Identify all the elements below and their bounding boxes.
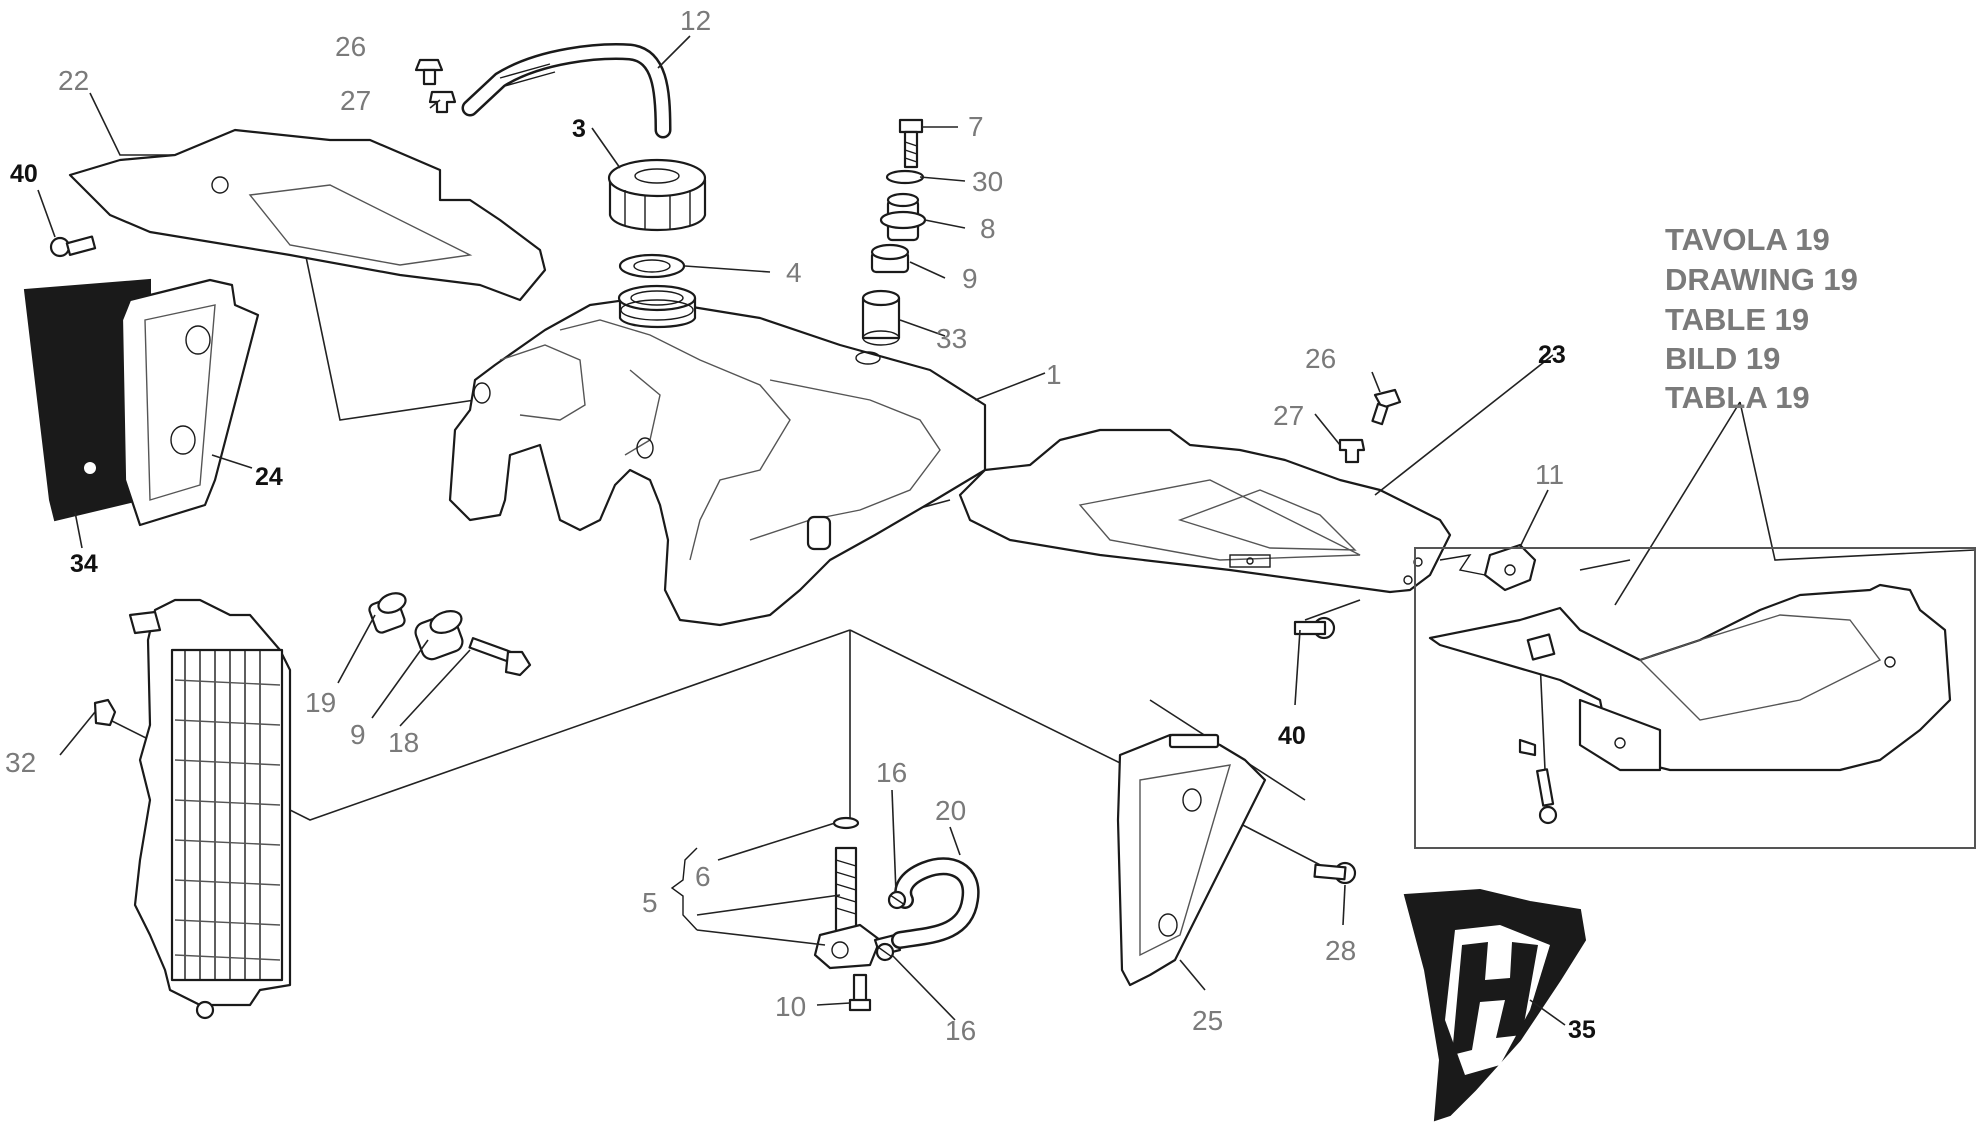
- part-3-fuel-cap: [607, 158, 707, 232]
- part-12-vent-hose: [461, 43, 672, 139]
- drawing-reference: TAVOLA 19 DRAWING 19 TABLE 19 BILD 19 TA…: [1665, 222, 1858, 415]
- callout-33: 33: [936, 323, 967, 354]
- callout-leaders: [37, 35, 1566, 1026]
- radiator: [128, 598, 292, 1020]
- callout-40: 40: [10, 160, 38, 188]
- part-6-o-ring: [832, 816, 860, 830]
- callout-20: 20: [935, 795, 966, 826]
- part-40b-screw: [1293, 616, 1336, 640]
- callout-30: 30: [972, 166, 1003, 197]
- part-26b-screw: [1371, 388, 1402, 426]
- part-28-screw: [1313, 861, 1357, 885]
- callout-16: 16: [945, 1015, 976, 1046]
- callout-34: 34: [70, 550, 98, 578]
- callout-18: 18: [388, 727, 419, 758]
- callout-6: 6: [695, 861, 711, 892]
- part-25-right-side-panel: [1116, 733, 1267, 987]
- part-23-right-shroud: [958, 428, 1452, 594]
- callout-27: 27: [1273, 400, 1304, 431]
- reference-line-3: TABLE 19: [1665, 302, 1809, 337]
- callout-7: 7: [968, 111, 984, 142]
- bracket-5: [670, 847, 698, 931]
- callout-23: 23: [1538, 341, 1566, 369]
- part-40a-screw: [49, 235, 97, 258]
- callout-19: 19: [305, 687, 336, 718]
- part-27a-washer: [428, 90, 457, 114]
- reference-line-4: BILD 19: [1665, 341, 1780, 376]
- callout-25: 25: [1192, 1005, 1223, 1036]
- part-5-fuel-tap: [813, 846, 902, 970]
- callout-9: 9: [962, 263, 978, 294]
- callout-22: 22: [58, 65, 89, 96]
- part-16a-clamp: [887, 890, 907, 910]
- part-9-spacer-lower: [414, 610, 464, 661]
- part-26a-screw: [414, 58, 444, 86]
- callout-40: 40: [1278, 722, 1306, 750]
- callout-labels: 12 26 27 22 40 3 7 30 8 9 4 33 1 23 26 2…: [5, 5, 1596, 1046]
- part-18-bolt: [468, 637, 532, 677]
- callout-10: 10: [775, 991, 806, 1022]
- callout-26: 26: [1305, 343, 1336, 374]
- part-1-fuel-tank: [448, 284, 987, 627]
- part-22-left-upper-shroud: [68, 128, 547, 302]
- callout-28: 28: [1325, 935, 1356, 966]
- callout-27: 27: [340, 85, 371, 116]
- callout-4: 4: [786, 257, 802, 288]
- part-11-clip: [1439, 543, 1537, 592]
- part-24-left-side-panel: [120, 278, 260, 527]
- callout-16: 16: [876, 757, 907, 788]
- part-8-grommet: [879, 192, 927, 242]
- part-30-washer: [885, 169, 925, 185]
- callout-32: 32: [5, 747, 36, 778]
- part-32-clip: [93, 698, 117, 727]
- part-19-spacer: [368, 592, 407, 634]
- callout-3: 3: [572, 115, 586, 143]
- reference-line-2: DRAWING 19: [1665, 262, 1858, 297]
- reference-line-1: TAVOLA 19: [1665, 222, 1830, 257]
- callout-9: 9: [350, 719, 366, 750]
- part-27b-washer: [1338, 438, 1366, 464]
- callout-1: 1: [1046, 359, 1062, 390]
- part-10-screw: [848, 973, 872, 1012]
- part-4-cap-gasket: [618, 253, 686, 279]
- callout-11: 11: [1535, 459, 1564, 490]
- callout-5: 5: [642, 887, 658, 918]
- part-9-spacer-upper: [870, 243, 910, 274]
- callout-26: 26: [335, 31, 366, 62]
- part-33-bushing: [861, 289, 901, 346]
- callout-24: 24: [255, 463, 283, 491]
- part-20-fuel-hose: [891, 857, 980, 949]
- part-35-right-sticker: [1403, 888, 1587, 1122]
- detail-box: [1414, 547, 1976, 849]
- husqvarna-logo: [1445, 925, 1550, 1075]
- part-16b-clamp: [875, 942, 895, 962]
- reference-line-5: TABLA 19: [1665, 380, 1810, 415]
- callout-8: 8: [980, 213, 996, 244]
- callout-12: 12: [680, 5, 711, 36]
- callout-35: 35: [1568, 1016, 1596, 1044]
- part-7-screw: [898, 118, 924, 169]
